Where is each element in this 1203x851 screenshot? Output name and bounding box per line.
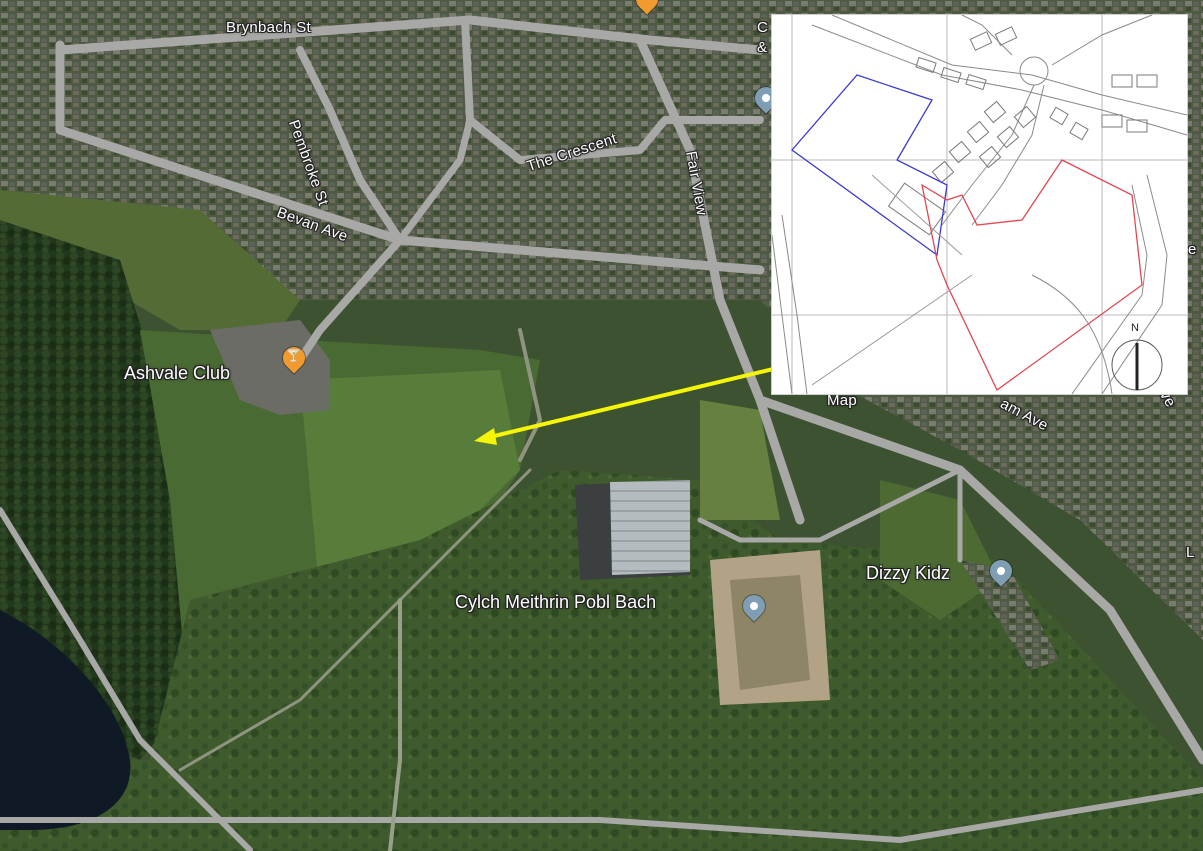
partial-c-label: C (757, 19, 769, 36)
partial-map-label: Map (827, 392, 858, 409)
partial-e-label: e (1188, 241, 1197, 258)
site-plan-drawing (772, 15, 1187, 394)
partial-l-label: L (1186, 544, 1195, 561)
ashvale-club-label[interactable]: Ashvale Club (124, 363, 231, 383)
partial-amp-label: & (757, 39, 768, 56)
north-label: N (1131, 322, 1139, 334)
dizzy-kidz-label[interactable]: Dizzy Kidz (866, 563, 951, 583)
site-plan-inset: N (771, 14, 1188, 395)
locator-arrowhead (474, 428, 497, 445)
brynbach-st-label: Brynbach St (226, 19, 312, 36)
cylch-meithrin-pobl-bach-label[interactable]: Cylch Meithrin Pobl Bach (455, 592, 657, 612)
